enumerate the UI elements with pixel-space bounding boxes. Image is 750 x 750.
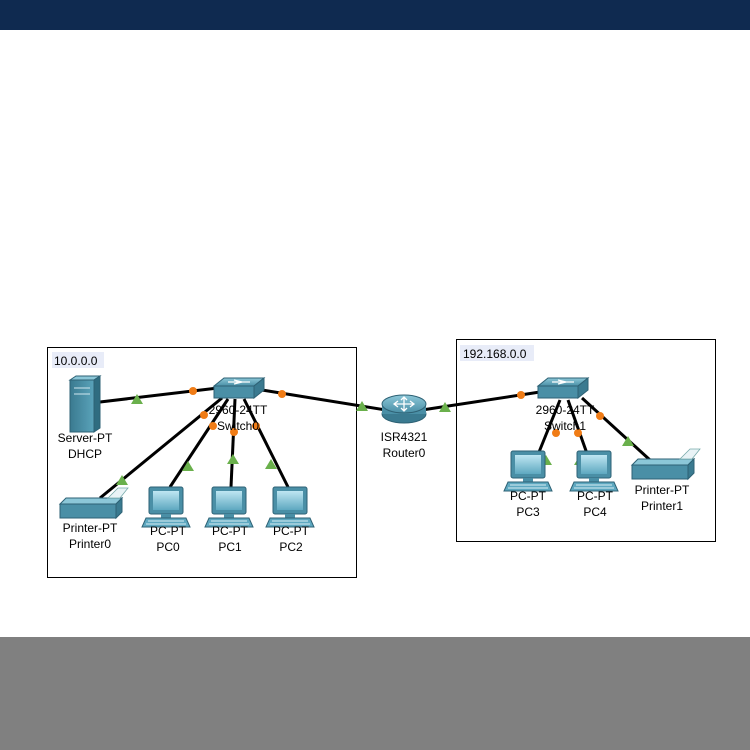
switch-icon xyxy=(213,377,265,399)
switch-icon xyxy=(537,377,589,399)
device-name-label: Router0 xyxy=(383,446,426,460)
link-printer1-switch1[interactable] xyxy=(580,396,652,462)
device-router0[interactable]: ISR4321 Router0 xyxy=(381,394,428,460)
server-icon xyxy=(69,375,101,433)
device-name-label: Printer1 xyxy=(641,499,683,513)
device-printer0[interactable]: Printer-PT Printer0 xyxy=(59,487,129,551)
device-model-label: 2960-24TT xyxy=(536,403,595,417)
network-label-10: 10.0.0.0 xyxy=(52,352,104,368)
device-model-label: PC-PT xyxy=(212,524,249,538)
pc-icon xyxy=(503,450,553,492)
router-icon xyxy=(381,394,427,424)
link-server-switch0[interactable] xyxy=(99,386,219,404)
pc-icon xyxy=(204,486,254,528)
device-model-label: ISR4321 xyxy=(381,430,428,444)
network-label-192: 192.168.0.0 xyxy=(460,345,534,361)
device-model-label: PC-PT xyxy=(150,524,187,538)
device-name-label: DHCP xyxy=(68,447,102,461)
device-server-dhcp[interactable]: Server-PT DHCP xyxy=(58,375,113,461)
device-model-label: PC-PT xyxy=(577,489,614,503)
device-printer1[interactable]: Printer-PT Printer1 xyxy=(631,448,701,513)
device-switch1[interactable]: 2960-24TT Switch1 xyxy=(536,377,595,433)
pc-icon xyxy=(265,486,315,528)
device-name-label: Switch0 xyxy=(217,419,259,433)
device-name-label: PC2 xyxy=(279,540,303,554)
port-orange-marker xyxy=(200,411,208,419)
device-name-label: PC1 xyxy=(218,540,242,554)
network-box-192 xyxy=(456,339,716,542)
port-up-marker xyxy=(227,454,239,464)
top-bar xyxy=(0,0,750,30)
port-orange-marker xyxy=(596,412,604,420)
port-orange-marker xyxy=(278,390,286,398)
device-name-label: PC3 xyxy=(516,505,540,519)
device-model-label: Printer-PT xyxy=(635,483,690,497)
device-name-label: Printer0 xyxy=(69,537,111,551)
network-box-10 xyxy=(47,347,357,578)
device-name-label: PC4 xyxy=(583,505,607,519)
device-switch0[interactable]: 2960-24TT Switch0 xyxy=(209,377,268,433)
link-pc0-switch0[interactable] xyxy=(168,398,230,488)
printer-icon xyxy=(59,487,129,519)
port-orange-marker xyxy=(189,387,197,395)
device-model-label: Server-PT xyxy=(58,431,113,445)
device-model-label: Printer-PT xyxy=(63,521,118,535)
pc-icon xyxy=(569,450,619,492)
pc-icon xyxy=(141,486,191,528)
device-model-label: PC-PT xyxy=(510,489,547,503)
device-name-label: PC0 xyxy=(156,540,180,554)
device-pc4[interactable]: PC-PT PC4 xyxy=(569,450,619,519)
network-label-192-text: 192.168.0.0 xyxy=(463,347,527,361)
port-orange-marker xyxy=(209,422,217,430)
bottom-bar xyxy=(0,637,750,750)
device-pc3[interactable]: PC-PT PC3 xyxy=(503,450,553,519)
link-pc2-switch0[interactable] xyxy=(242,398,290,488)
link-pc1-switch0[interactable] xyxy=(229,398,237,488)
port-orange-marker xyxy=(517,391,525,399)
network-label-10-text: 10.0.0.0 xyxy=(54,354,98,368)
device-name-label: Switch1 xyxy=(544,419,586,433)
device-model-label: 2960-24TT xyxy=(209,403,268,417)
device-model-label: PC-PT xyxy=(273,524,310,538)
device-pc0[interactable]: PC-PT PC0 xyxy=(141,486,191,554)
device-pc1[interactable]: PC-PT PC1 xyxy=(204,486,254,554)
port-markers xyxy=(116,387,634,485)
device-pc2[interactable]: PC-PT PC2 xyxy=(265,486,315,554)
